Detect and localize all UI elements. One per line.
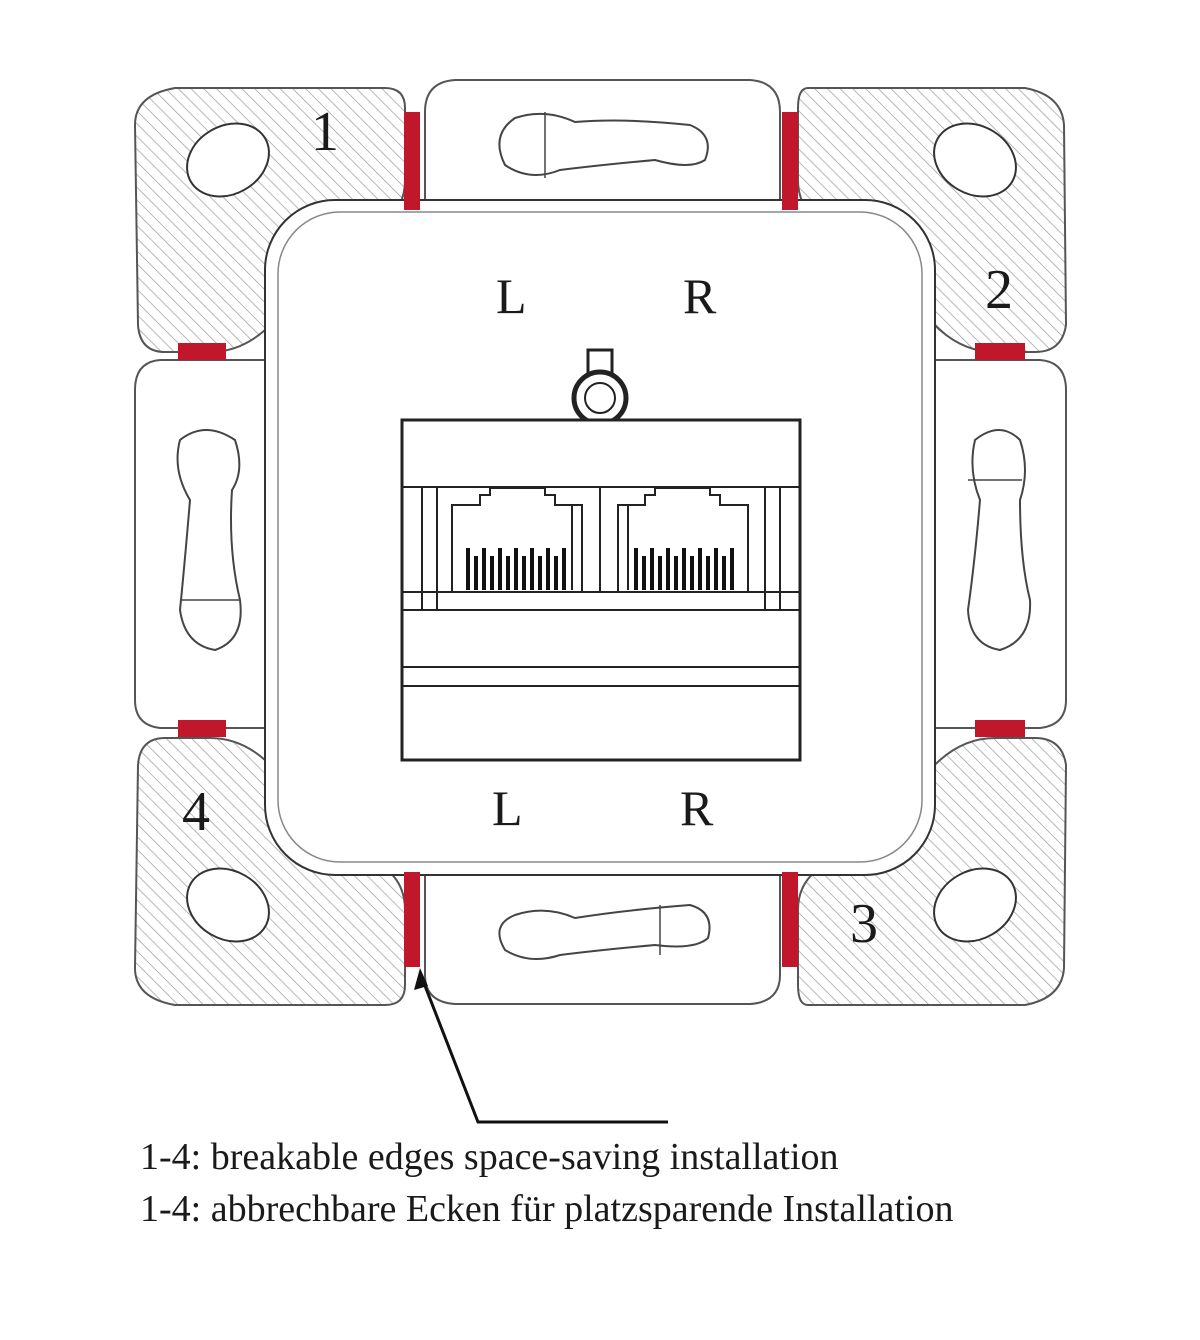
leader-arrow bbox=[414, 968, 428, 990]
screw-hole-2 bbox=[933, 122, 1017, 198]
side-tab-right bbox=[929, 359, 1067, 729]
caption-german: 1-4: abbrechbare Ecken für platzsparende… bbox=[140, 1188, 954, 1230]
socket-frame-inner bbox=[277, 211, 923, 863]
contact-pin bbox=[714, 548, 718, 590]
contact-pin bbox=[522, 556, 526, 590]
contact-pin bbox=[474, 556, 478, 590]
screw-hole-1 bbox=[186, 122, 270, 198]
contact-pin bbox=[530, 548, 534, 590]
corner-label-1: 1 bbox=[311, 101, 339, 163]
contact-pin bbox=[642, 556, 646, 590]
corner-tab-1 bbox=[133, 87, 406, 353]
contact-pin bbox=[538, 556, 542, 590]
break-marker-left-bottom bbox=[178, 720, 226, 737]
contact-pin bbox=[706, 556, 710, 590]
break-marker-top-right bbox=[782, 112, 798, 210]
break-marker-left-top bbox=[178, 343, 226, 360]
contact-pin bbox=[466, 548, 470, 590]
corner-label-2: 2 bbox=[985, 259, 1013, 321]
break-markers bbox=[178, 112, 1025, 967]
contact-pin bbox=[658, 556, 662, 590]
side-tab-top bbox=[424, 79, 781, 211]
rj45-module bbox=[400, 418, 802, 762]
corner-label-3: 3 bbox=[850, 893, 878, 955]
contact-pin bbox=[546, 548, 550, 590]
break-marker-top-left bbox=[404, 112, 420, 210]
break-marker-bottom-right bbox=[782, 872, 798, 967]
caption-english: 1-4: breakable edges space-saving instal… bbox=[140, 1136, 839, 1178]
contact-pin bbox=[514, 548, 518, 590]
contact-pin bbox=[490, 556, 494, 590]
corner-tab-2 bbox=[797, 87, 1068, 353]
contact-pin bbox=[722, 556, 726, 590]
rj45-contacts-right bbox=[634, 548, 734, 590]
contact-pin bbox=[498, 548, 502, 590]
corner-tab-4 bbox=[133, 737, 406, 1006]
ground-screw bbox=[571, 348, 629, 427]
corner-tab-3 bbox=[797, 737, 1068, 1006]
contact-pin bbox=[698, 548, 702, 590]
rj45-contacts-left bbox=[466, 548, 566, 590]
port-label-bottom-left: L bbox=[492, 780, 523, 836]
contact-pin bbox=[674, 556, 678, 590]
contact-pin bbox=[506, 556, 510, 590]
break-marker-right-top bbox=[975, 343, 1025, 360]
port-label-top-left: L bbox=[496, 268, 527, 324]
screw-hole-3 bbox=[933, 867, 1017, 943]
rj45-jack-left bbox=[451, 487, 583, 592]
leader-line bbox=[418, 972, 668, 1124]
break-marker-bottom-left bbox=[404, 872, 420, 967]
port-label-top-right: R bbox=[683, 268, 717, 324]
contact-pin bbox=[690, 556, 694, 590]
side-tab-bottom bbox=[424, 874, 781, 1005]
break-marker-right-bottom bbox=[975, 720, 1025, 737]
contact-pin bbox=[650, 548, 654, 590]
rj45-jack-right bbox=[617, 487, 749, 592]
contact-pin bbox=[634, 548, 638, 590]
contact-pin bbox=[482, 548, 486, 590]
contact-pin bbox=[682, 548, 686, 590]
screw-hole-4 bbox=[186, 867, 270, 943]
corner-label-4: 4 bbox=[182, 781, 210, 843]
contact-pin bbox=[730, 548, 734, 590]
contact-pin bbox=[554, 556, 558, 590]
contact-pin bbox=[562, 548, 566, 590]
contact-pin bbox=[666, 548, 670, 590]
port-label-bottom-right: R bbox=[680, 780, 714, 836]
side-tab-left bbox=[134, 359, 276, 729]
